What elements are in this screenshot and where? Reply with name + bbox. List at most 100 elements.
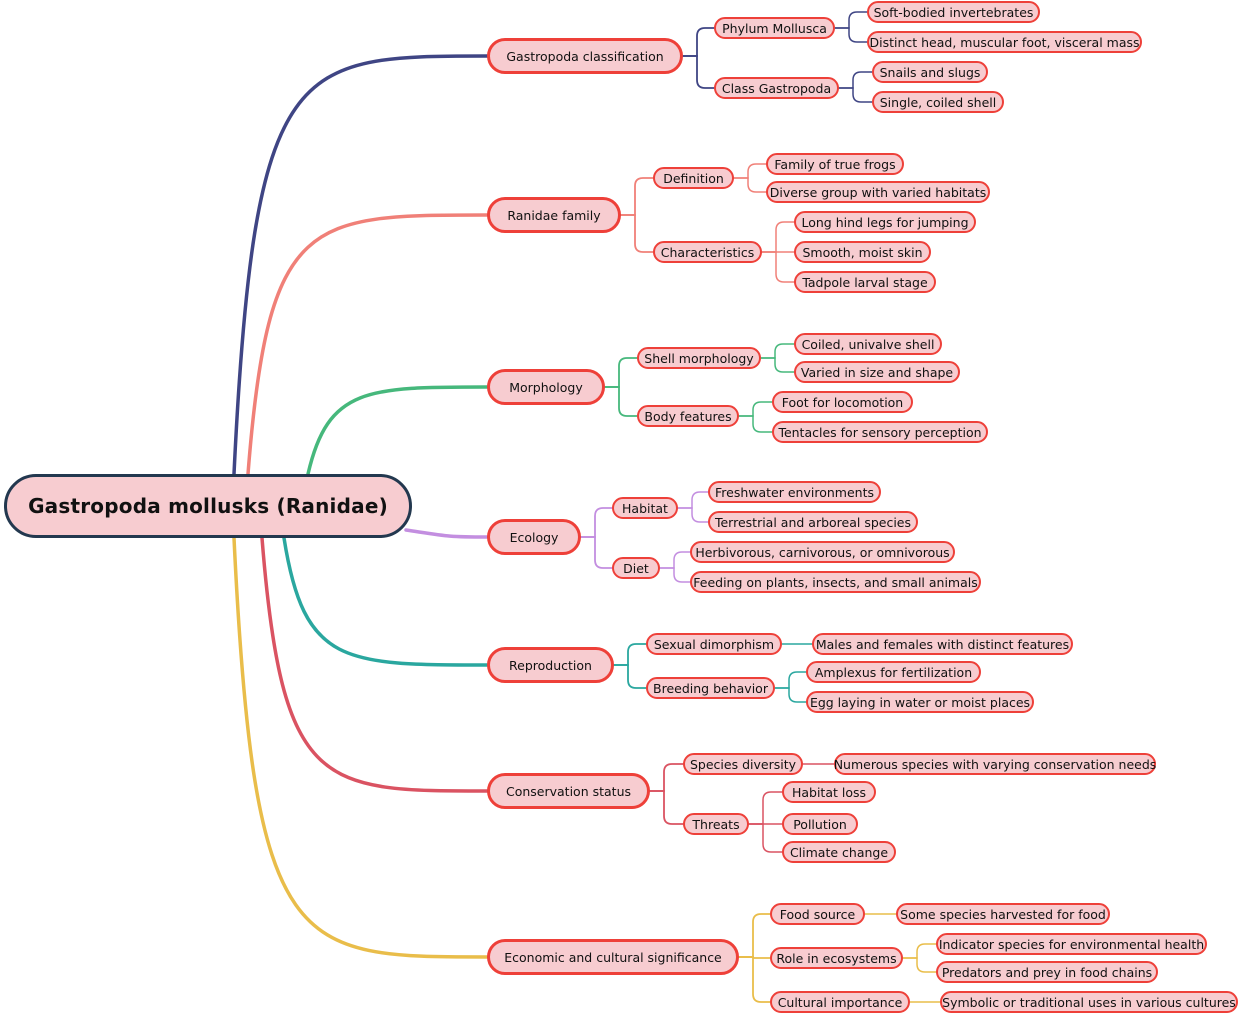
leaf-connector [902, 957, 937, 973]
leaf-topic-label: Egg laying in water or moist places [809, 694, 1031, 710]
branch-topic[interactable]: Conservation status [487, 773, 650, 809]
branch-topic-label: Ranidae family [507, 207, 601, 223]
subtopic-connector [613, 664, 647, 689]
leaf-topic-label: Habitat loss [791, 784, 867, 800]
branch-topic[interactable]: Gastropoda classification [487, 38, 683, 74]
leaf-topic-label: Freshwater environments [715, 484, 874, 500]
leaf-topic[interactable]: Feeding on plants, insects, and small an… [690, 571, 981, 593]
subtopic-connector [620, 214, 654, 253]
leaf-topic[interactable]: Soft-bodied invertebrates [867, 1, 1040, 23]
leaf-topic[interactable]: Symbolic or traditional uses in various … [940, 991, 1238, 1013]
leaf-topic[interactable]: Amplexus for fertilization [806, 661, 981, 683]
leaf-connector [761, 251, 795, 283]
leaf-connector [834, 11, 868, 29]
leaf-topic[interactable]: Smooth, moist skin [794, 241, 931, 263]
leaf-topic[interactable]: Snails and slugs [872, 61, 988, 83]
leaf-topic[interactable]: Climate change [782, 841, 896, 863]
branch-connector [246, 213, 489, 476]
leaf-topic[interactable]: Numerous species with varying conservati… [834, 753, 1156, 775]
leaf-topic-label: Foot for locomotion [781, 394, 904, 410]
branch-topic-label: Morphology [509, 379, 583, 395]
leaf-topic[interactable]: Pollution [782, 813, 858, 835]
branch-topic[interactable]: Reproduction [487, 647, 614, 683]
leaf-connector [659, 551, 691, 569]
subtopic[interactable]: Threats [683, 813, 749, 835]
leaf-topic[interactable]: Predators and prey in food chains [936, 961, 1158, 983]
leaf-topic[interactable]: Foot for locomotion [772, 391, 913, 413]
leaf-topic[interactable]: Diverse group with varied habitats [766, 181, 990, 203]
subtopic[interactable]: Phylum Mollusca [714, 17, 835, 39]
subtopic[interactable]: Body features [637, 405, 739, 427]
leaf-connector [738, 415, 773, 433]
subtopic-label: Sexual dimorphism [653, 636, 775, 652]
subtopic-label: Food source [779, 906, 856, 922]
root-topic[interactable]: Gastropoda mollusks (Ranidae) [4, 474, 412, 538]
subtopic[interactable]: Habitat [612, 497, 678, 519]
leaf-topic[interactable]: Family of true frogs [766, 153, 904, 175]
subtopic[interactable]: Food source [770, 903, 865, 925]
leaf-topic-label: Amplexus for fertilization [814, 664, 973, 680]
subtopic[interactable]: Definition [653, 167, 734, 189]
leaf-topic[interactable]: Varied in size and shape [794, 361, 960, 383]
branch-topic[interactable]: Ranidae family [487, 197, 621, 233]
leaf-topic[interactable]: Egg laying in water or moist places [806, 691, 1034, 713]
subtopic-label: Characteristics [660, 244, 755, 260]
subtopic[interactable]: Species diversity [683, 753, 803, 775]
leaf-topic[interactable]: Tentacles for sensory perception [772, 421, 988, 443]
leaf-topic-label: Some species harvested for food [900, 906, 1106, 922]
subtopic[interactable]: Class Gastropoda [714, 77, 839, 99]
subtopic-connector [649, 790, 684, 825]
subtopic[interactable]: Role in ecosystems [770, 947, 903, 969]
leaf-topic[interactable]: Indicator species for environmental heal… [936, 933, 1207, 955]
leaf-topic[interactable]: Coiled, univalve shell [794, 333, 942, 355]
subtopic-connector [738, 956, 771, 1003]
leaf-topic[interactable]: Tadpole larval stage [794, 271, 936, 293]
leaf-connector [774, 671, 807, 689]
leaf-topic[interactable]: Freshwater environments [708, 481, 881, 503]
leaf-topic-label: Symbolic or traditional uses in various … [942, 994, 1236, 1010]
branch-connector [404, 528, 489, 539]
subtopic-label: Breeding behavior [653, 680, 768, 696]
leaf-topic-label: Terrestrial and arboreal species [714, 514, 912, 530]
branch-topic[interactable]: Morphology [487, 369, 605, 405]
subtopic-label: Threats [692, 816, 740, 832]
leaf-topic[interactable]: Habitat loss [782, 781, 876, 803]
subtopic-label: Diet [623, 560, 649, 576]
leaf-connector [838, 71, 873, 89]
leaf-topic-label: Males and females with distinct features [815, 636, 1070, 652]
leaf-connector [902, 943, 937, 959]
leaf-topic-label: Climate change [789, 844, 889, 860]
leaf-topic[interactable]: Distinct head, muscular foot, visceral m… [867, 31, 1142, 53]
subtopic-connector [613, 643, 647, 666]
branch-topic[interactable]: Ecology [487, 519, 581, 555]
leaf-topic[interactable]: Terrestrial and arboreal species [708, 511, 918, 533]
leaf-connector [834, 27, 868, 43]
subtopic[interactable]: Diet [612, 557, 660, 579]
subtopic[interactable]: Breeding behavior [646, 677, 775, 699]
subtopic[interactable]: Sexual dimorphism [646, 633, 782, 655]
subtopic[interactable]: Characteristics [653, 241, 762, 263]
subtopic-label: Habitat [622, 500, 668, 516]
leaf-connector [760, 343, 795, 359]
subtopic-connector [738, 913, 771, 958]
leaf-connector [838, 87, 873, 103]
subtopic-label: Species diversity [690, 756, 796, 772]
leaf-topic[interactable]: Some species harvested for food [896, 903, 1110, 925]
leaf-topic[interactable]: Males and females with distinct features [812, 633, 1073, 655]
leaf-topic-label: Diverse group with varied habitats [769, 184, 987, 200]
subtopic[interactable]: Shell morphology [637, 347, 761, 369]
subtopic[interactable]: Cultural importance [770, 991, 910, 1013]
subtopic-connector [604, 386, 638, 417]
leaf-topic-label: Indicator species for environmental heal… [938, 936, 1205, 952]
branch-topic[interactable]: Economic and cultural significance [487, 939, 739, 975]
branch-connector [232, 536, 489, 959]
branch-topic-label: Gastropoda classification [506, 48, 664, 64]
leaf-topic[interactable]: Single, coiled shell [872, 91, 1004, 113]
subtopic-label: Phylum Mollusca [722, 20, 827, 36]
leaf-topic[interactable]: Herbivorous, carnivorous, or omnivorous [690, 541, 955, 563]
leaf-topic-label: Pollution [793, 816, 847, 832]
leaf-connector [733, 163, 767, 179]
leaf-connector [748, 823, 783, 853]
leaf-connector [761, 221, 795, 253]
leaf-topic[interactable]: Long hind legs for jumping [794, 211, 976, 233]
